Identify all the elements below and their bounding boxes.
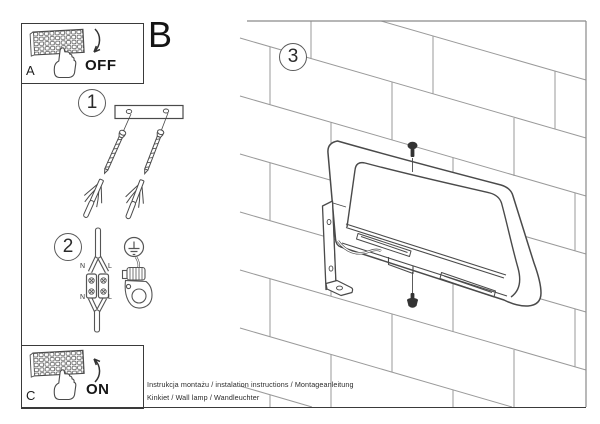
bracket-foot-hole xyxy=(336,285,343,291)
panel-c-art xyxy=(29,349,101,401)
lamp-slot-2 xyxy=(439,272,496,298)
lamp-cable-inner xyxy=(337,240,382,254)
step-3-badge: 3 xyxy=(279,43,307,71)
bracket-hole-top xyxy=(326,218,332,226)
strip-hole-left xyxy=(125,109,133,114)
step-3-number: 3 xyxy=(287,46,299,67)
panel-c-box xyxy=(21,345,144,409)
footer-line-1: Instrukcja montażu / instalation instruc… xyxy=(147,380,354,389)
screw-top-icon xyxy=(407,141,418,172)
wall-plug-screw-right xyxy=(118,109,178,223)
step-1-badge: 1 xyxy=(78,89,106,117)
footer-line-2: Kinkiet / Wall lamp / Wandleuchter xyxy=(147,393,260,402)
step-1-number: 1 xyxy=(86,92,98,113)
section-b-label: B xyxy=(148,14,173,55)
step-2-number: 2 xyxy=(62,236,74,257)
lamp-shade-outline xyxy=(327,140,542,307)
lamp-front-sheet xyxy=(346,161,521,298)
left-border-rule xyxy=(21,23,22,408)
curved-arrow-up-icon xyxy=(93,358,101,383)
wire-label-n-bottom: N xyxy=(80,294,86,301)
strip-hole-right xyxy=(162,108,170,114)
wiring-diagram xyxy=(85,227,153,333)
bracket-hole-bottom xyxy=(328,265,334,272)
mounting-bracket xyxy=(321,200,354,297)
step-2-badge: 2 xyxy=(54,233,82,261)
panel-a-label: A xyxy=(26,63,35,78)
on-label: ON xyxy=(86,381,110,398)
wire-label-l-bottom: L xyxy=(108,294,112,301)
lamp-slot-1 xyxy=(356,233,412,257)
cable-bottom xyxy=(93,309,101,333)
screw-bottom-icon xyxy=(407,272,418,308)
wall-edges xyxy=(247,20,587,407)
panel-c-label: C xyxy=(26,388,36,403)
mounting-strip xyxy=(114,104,184,120)
panel-a-art xyxy=(29,28,101,79)
curved-arrow-down-icon xyxy=(93,28,101,53)
earth-ground-symbol-icon xyxy=(123,236,145,258)
wire-label-l-top: L xyxy=(108,263,112,270)
wall-plugs-illustration xyxy=(75,104,184,223)
lamp-mount-notch xyxy=(387,257,414,275)
wall-lamp-illustration xyxy=(321,140,542,308)
bracket-plate-edge xyxy=(332,202,347,284)
cable-top xyxy=(94,227,102,259)
wire-label-n-top: N xyxy=(80,263,86,270)
cable-clamp-icon xyxy=(121,266,153,309)
terminal-screws xyxy=(88,277,107,295)
off-label: OFF xyxy=(85,57,117,74)
panel-a-box xyxy=(21,23,144,84)
bottom-rule xyxy=(21,407,586,408)
